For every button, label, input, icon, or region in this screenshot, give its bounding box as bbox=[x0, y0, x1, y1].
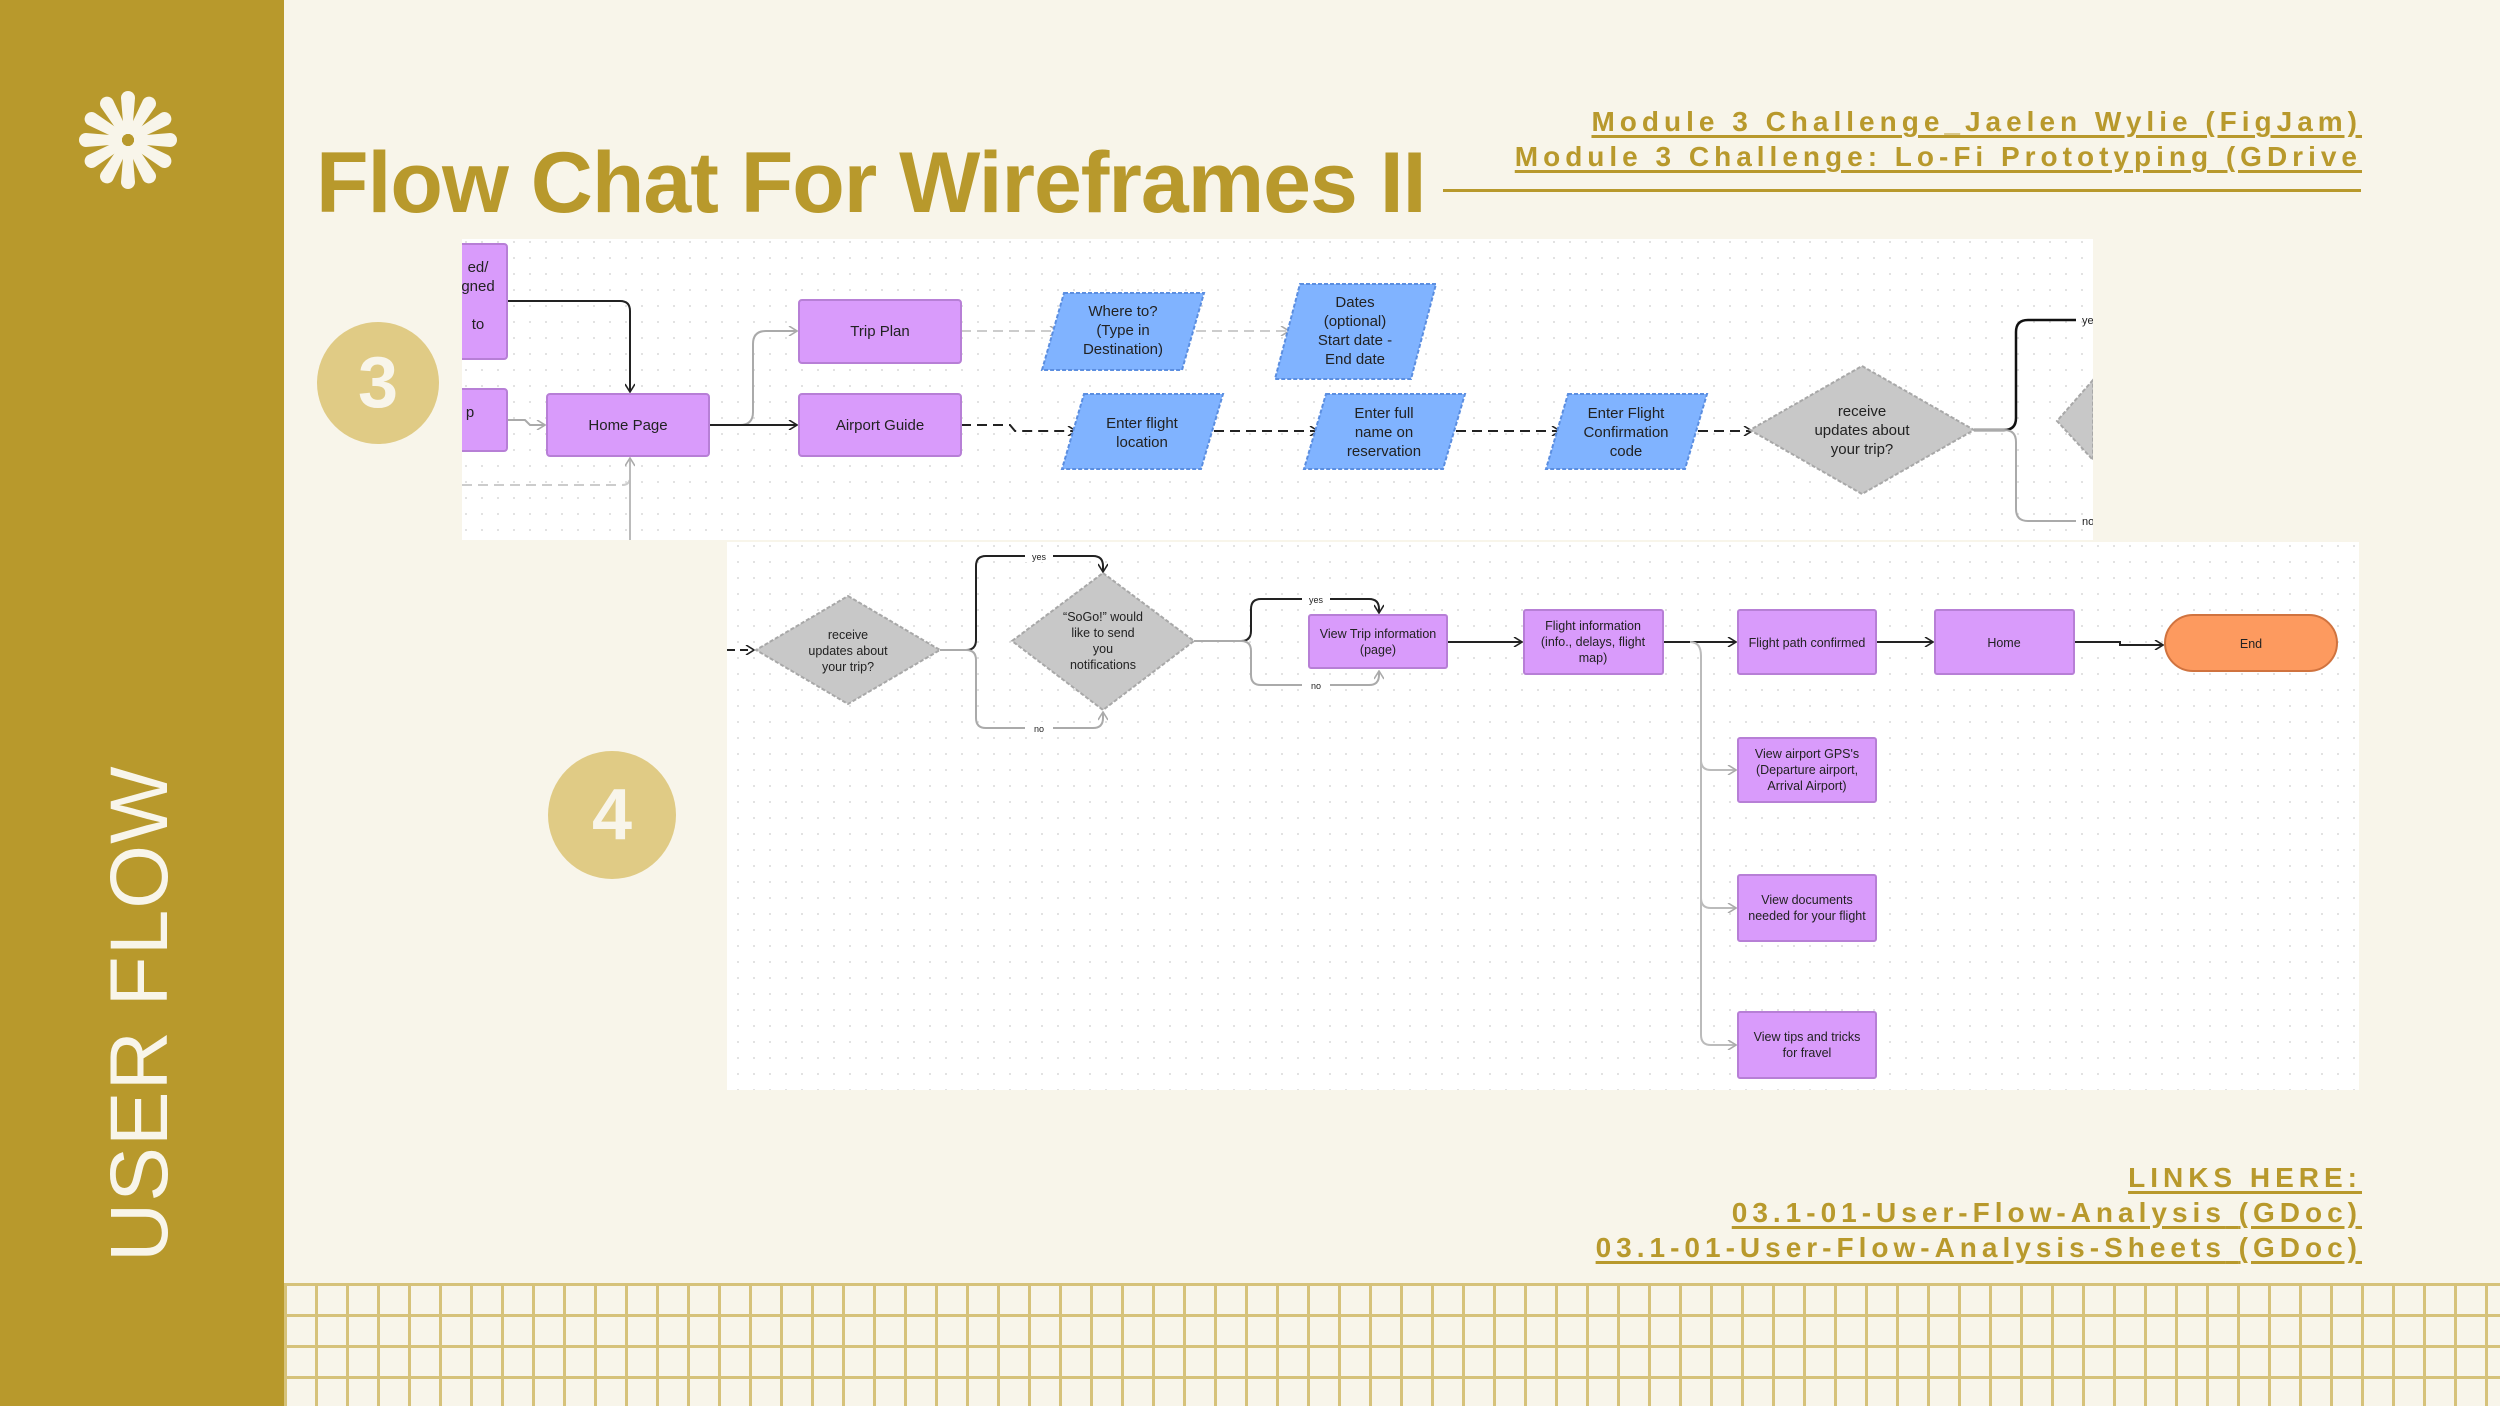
user-flow-analysis-sheets-link-row: 03.1-01-User-Flow-Analysis-Sheets (GDoc) bbox=[1596, 1230, 2362, 1265]
no-label: no bbox=[2082, 516, 2093, 528]
user-flow-analysis-link[interactable]: 03.1-01-User-Flow-Analysis bbox=[1731, 1197, 2226, 1228]
decorative-grid bbox=[284, 1283, 2500, 1406]
no-label: no bbox=[1311, 681, 1321, 691]
svg-text:Airport Guide: Airport Guide bbox=[836, 417, 924, 434]
svg-text:p: p bbox=[466, 404, 474, 421]
cut-decision-node bbox=[2055, 378, 2093, 462]
links-heading: LINKS HERE: bbox=[2128, 1162, 2362, 1193]
top-links: Module 3 Challenge_Jaelen Wylie (FigJam)… bbox=[1515, 104, 2362, 174]
svg-text:View airport GPS's(Departure a: View airport GPS's(Departure airport,Arr… bbox=[1755, 747, 1859, 793]
airport-guide-node[interactable]: Airport Guide bbox=[798, 393, 962, 457]
yes-label: yes bbox=[1032, 552, 1047, 562]
cut-box-b[interactable]: p bbox=[462, 388, 508, 452]
connector bbox=[1700, 898, 1736, 1045]
figjam-link[interactable]: Module 3 Challenge_Jaelen Wylie (FigJam) bbox=[1591, 106, 2362, 137]
no-branch bbox=[1194, 640, 1379, 686]
connector bbox=[462, 476, 631, 540]
gdoc-link[interactable]: (GDoc) bbox=[2238, 1232, 2362, 1263]
no-branch bbox=[940, 649, 1103, 729]
trip-plan-node[interactable]: Trip Plan bbox=[798, 299, 962, 364]
connector bbox=[507, 300, 630, 392]
divider bbox=[1443, 189, 2361, 192]
home-node[interactable]: Home bbox=[1934, 609, 2075, 675]
gdrive-link[interactable]: Module 3 Challenge: Lo-Fi Prototyping (G… bbox=[1514, 141, 2362, 172]
gdoc-link[interactable]: (GDoc) bbox=[2238, 1197, 2362, 1228]
page-title: Flow Chat For Wireframes II bbox=[316, 135, 1427, 231]
connector bbox=[2074, 642, 2163, 645]
svg-text:End: End bbox=[2240, 637, 2262, 651]
svg-text:Flight path confirmed: Flight path confirmed bbox=[1749, 636, 1866, 650]
connector bbox=[961, 424, 1076, 431]
step-badge-3: 3 bbox=[317, 322, 439, 444]
yes-branch bbox=[1974, 318, 2076, 432]
view-trip-info-node[interactable]: View Trip information(page) bbox=[1308, 614, 1448, 669]
yes-branch bbox=[1194, 598, 1379, 642]
svg-text:Trip Plan: Trip Plan bbox=[850, 323, 909, 340]
user-flow-analysis-link-row: 03.1-01-User-Flow-Analysis (GDoc) bbox=[1596, 1195, 2362, 1230]
user-flow-analysis-sheets-link[interactable]: 03.1-01-User-Flow-Analysis-Sheets bbox=[1595, 1232, 2226, 1263]
home-page-node[interactable]: Home Page bbox=[546, 393, 710, 457]
connector bbox=[507, 419, 545, 425]
svg-text:Home: Home bbox=[1987, 636, 2020, 650]
yes-branch bbox=[940, 555, 1103, 651]
svg-text:View Trip information(page): View Trip information(page) bbox=[1320, 627, 1437, 657]
end-terminal-node[interactable]: End bbox=[2164, 614, 2338, 672]
svg-text:Flight information(info., dela: Flight information(info., delays, flight… bbox=[1541, 619, 1646, 665]
yes-label: yes bbox=[2082, 315, 2093, 327]
svg-text:Home Page: Home Page bbox=[588, 417, 667, 434]
sidebar: USER FLOW bbox=[0, 0, 284, 1406]
dates-input-node[interactable]: Dates(optional)Start date -End date bbox=[1273, 283, 1438, 380]
vertical-section-title: USER FLOW bbox=[94, 765, 185, 1262]
no-branch bbox=[1974, 429, 2076, 522]
view-airport-gps-node[interactable]: View airport GPS's(Departure airport,Arr… bbox=[1737, 737, 1877, 803]
no-label: no bbox=[1034, 724, 1044, 734]
flight-information-node[interactable]: Flight information(info., delays, flight… bbox=[1523, 609, 1664, 675]
yes-label: yes bbox=[1309, 595, 1324, 605]
asterisk-flower-icon bbox=[79, 91, 177, 189]
svg-text:Dates(optional)Start date -End: Dates(optional)Start date -End date bbox=[1318, 294, 1392, 368]
step-badge-4: 4 bbox=[548, 751, 676, 879]
bottom-links: LINKS HERE: 03.1-01-User-Flow-Analysis (… bbox=[1596, 1160, 2362, 1265]
flight-path-confirmed-node[interactable]: Flight path confirmed bbox=[1737, 609, 1877, 675]
